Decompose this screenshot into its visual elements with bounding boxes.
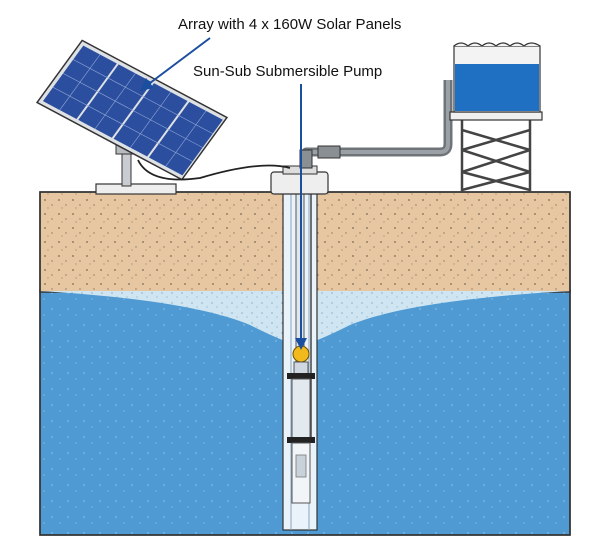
submersible-pump (287, 345, 315, 504)
pump-label: Sun-Sub Submersible Pump (193, 63, 383, 80)
wellhead (270, 165, 329, 195)
tank-stand (460, 118, 532, 192)
water-tank (449, 42, 543, 192)
pump-clamp-lower (287, 437, 315, 443)
power-cable (137, 159, 291, 181)
callout-arrow-pump (295, 84, 307, 350)
tank-water (455, 64, 539, 111)
delivery-pipe (299, 80, 453, 169)
solar-panels (35, 39, 229, 181)
pump-body (291, 378, 311, 440)
solar-array (35, 39, 229, 195)
callout-arrow-solar (140, 37, 211, 91)
pump-clamp-upper (287, 373, 315, 379)
solar-array-label: Array with 4 x 160W Solar Panels (178, 16, 402, 33)
